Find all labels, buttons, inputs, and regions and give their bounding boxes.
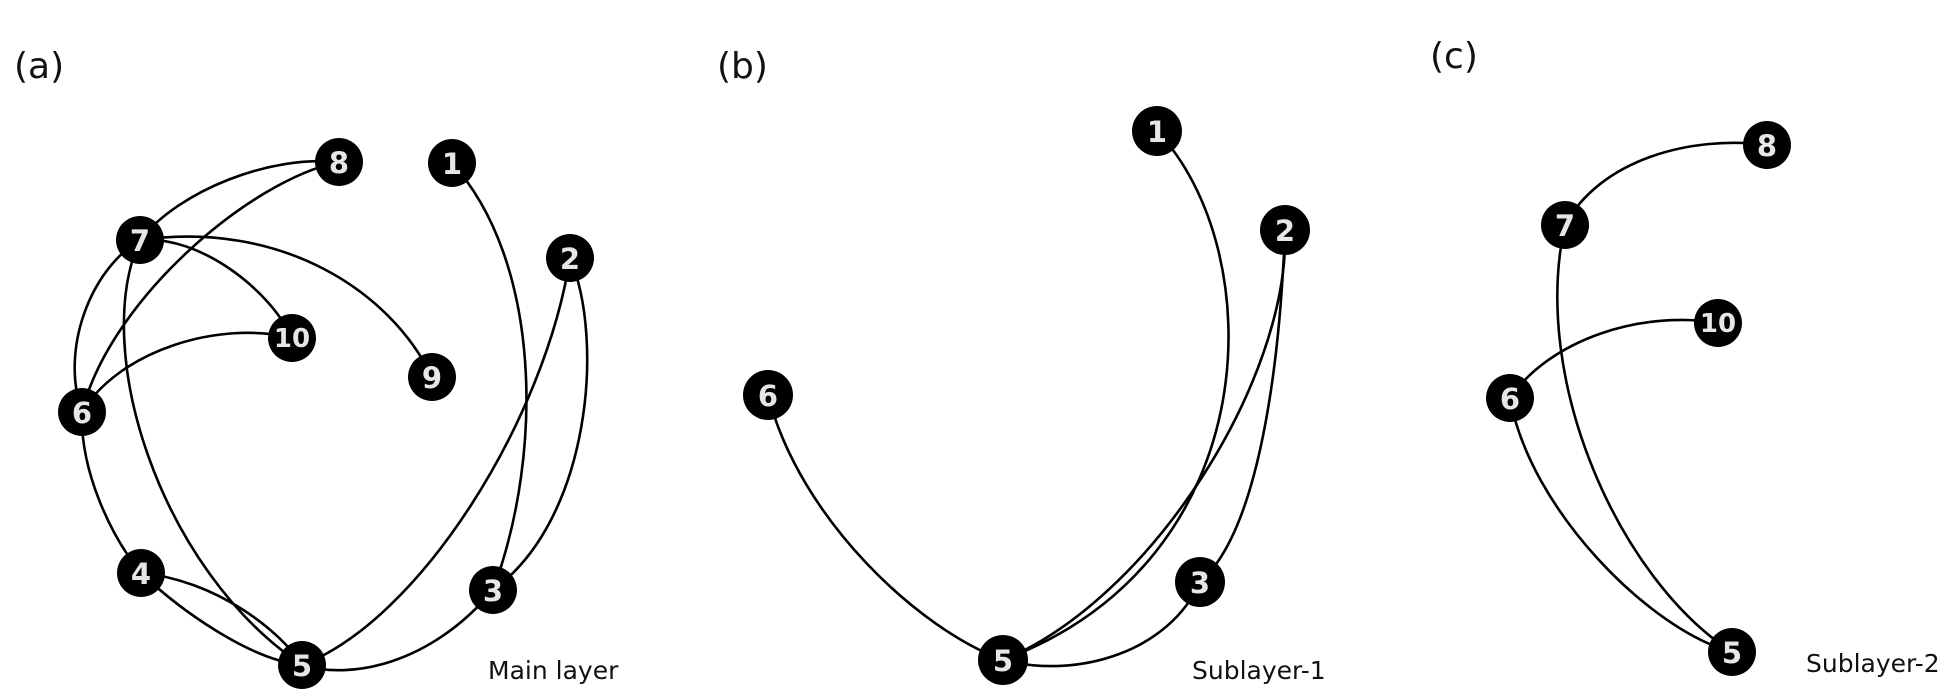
edge-2-3 [1198,228,1287,584]
node-2: 2 [546,234,594,282]
panel-c-nodes: 5 6 7 8 10 [1486,121,1791,676]
panel-b: (b) 1 2 3 5 6 Sublayer-1 [717,46,1326,685]
node-5: 5 [278,641,326,689]
node-1: 1 [428,139,476,187]
node-6: 6 [743,370,793,420]
node-10: 10 [1694,299,1742,347]
edge-4-5-upper [139,571,304,667]
svg-text:6: 6 [72,396,92,430]
svg-text:3: 3 [1190,566,1210,600]
edge-6-4 [80,410,143,575]
svg-text:1: 1 [1147,115,1167,149]
edge-3-5 [300,588,495,672]
svg-text:2: 2 [1275,214,1295,248]
node-6: 6 [1486,374,1534,422]
edge-1-5 [1001,129,1230,662]
svg-text:7: 7 [130,224,150,258]
node-6: 6 [58,388,106,436]
node-5: 5 [978,635,1028,685]
edge-7-10 [138,238,294,340]
edge-6-10 [80,331,294,414]
edge-7-5 [1556,223,1734,654]
svg-text:6: 6 [758,379,778,413]
node-1: 1 [1132,106,1182,156]
node-5: 5 [1708,628,1756,676]
edge-5-3 [1001,580,1202,668]
svg-text:7: 7 [1555,209,1575,243]
svg-text:5: 5 [292,649,312,683]
panel-b-nodes: 1 2 3 5 6 [743,106,1310,685]
edge-2-3 [491,256,589,592]
panel-label-c: (c) [1430,36,1478,77]
svg-text:4: 4 [131,557,151,591]
svg-text:1: 1 [442,147,462,181]
svg-text:5: 5 [1722,636,1742,670]
panel-c: (c) 5 6 7 8 10 Sublayer-2 [1430,36,1940,678]
svg-text:5: 5 [993,644,1013,678]
edge-2-5 [300,256,572,667]
edge-4-5-lower [139,571,304,667]
node-4: 4 [117,549,165,597]
edge-1-3 [450,161,528,592]
panel-label-a: (a) [14,46,64,87]
edge-6-8 [80,160,341,414]
edge-6-10 [1508,318,1720,400]
node-9: 9 [408,353,456,401]
layer-label-b: Sublayer-1 [1192,656,1326,685]
svg-text:3: 3 [483,574,503,608]
panel-a-nodes: 1 2 3 4 5 6 7 8 9 10 [58,138,594,689]
node-3: 3 [1175,557,1225,607]
svg-text:8: 8 [329,146,349,180]
panel-a: (a) 1 2 3 4 5 6 7 8 9 10 [14,46,619,689]
edge-5-7 [122,238,304,667]
svg-text:6: 6 [1500,382,1520,416]
panel-c-edges [1508,141,1769,654]
layer-label-a: Main layer [488,656,619,685]
edge-7-9 [138,235,434,379]
panel-label-b: (b) [717,46,768,87]
edge-2-5 [1001,228,1287,662]
node-7: 7 [1541,201,1589,249]
node-8: 8 [315,138,363,186]
panel-b-edges [766,129,1287,668]
node-7: 7 [116,216,164,264]
svg-text:8: 8 [1757,129,1777,163]
node-8: 8 [1743,121,1791,169]
layer-label-c: Sublayer-2 [1806,649,1940,678]
svg-text:9: 9 [422,361,442,395]
node-10: 10 [268,314,316,362]
node-2: 2 [1260,205,1310,255]
edge-7-8 [1563,141,1769,227]
node-3: 3 [469,566,517,614]
svg-text:10: 10 [1700,309,1736,339]
edge-7-8 [138,159,341,242]
edge-6-5 [766,393,1005,662]
edge-6-5 [1508,396,1734,654]
svg-text:2: 2 [560,242,580,276]
svg-text:10: 10 [274,324,310,354]
